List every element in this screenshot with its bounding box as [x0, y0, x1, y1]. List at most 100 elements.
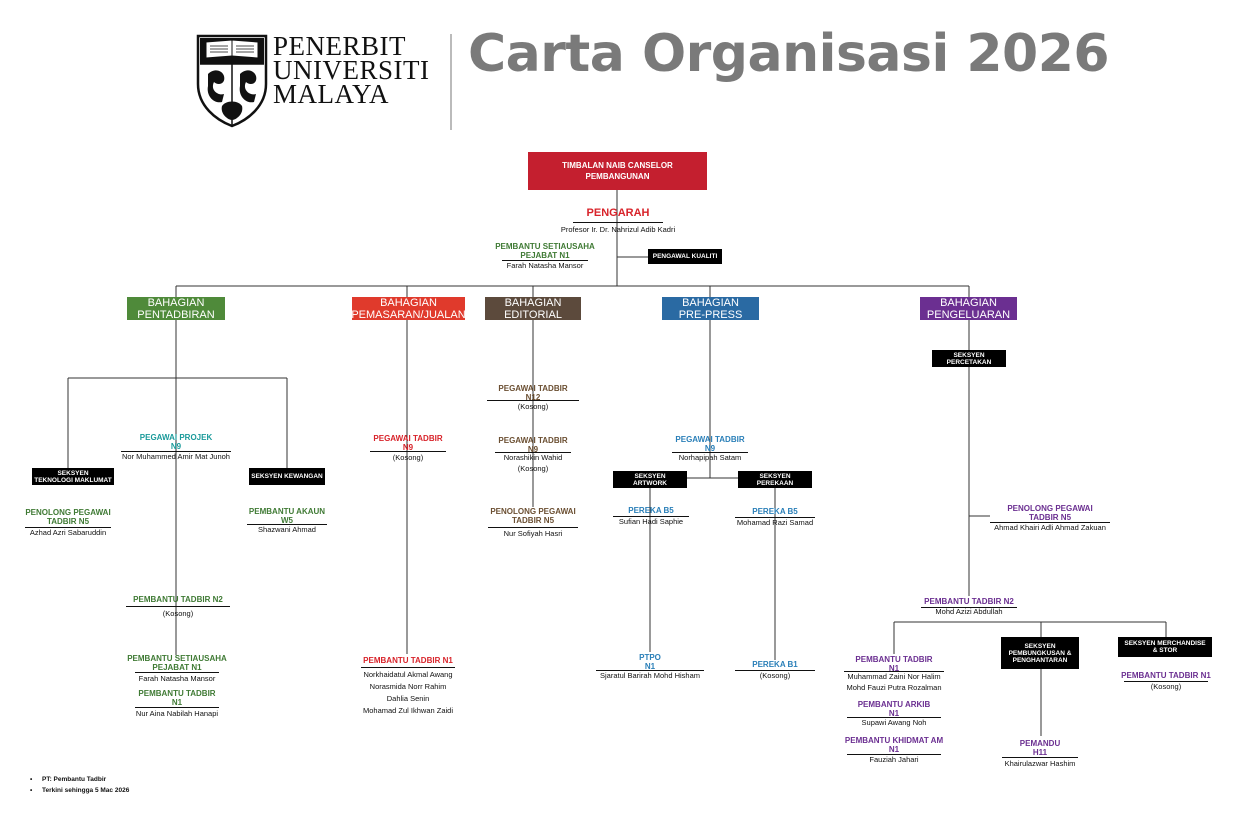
pengeluaran-arkib-name: Supawi Awang Noh: [861, 718, 927, 727]
pentadbiran-ptn1-rule: [135, 707, 219, 708]
percetakan-line-2: PERCETAKAN: [946, 358, 992, 366]
top-pspn1-line-2: PEJABAT N1: [520, 251, 570, 260]
pemasaran-ptn9-rule: [370, 451, 446, 452]
publisher-line-1: PENERBIT: [273, 31, 407, 61]
pembungkusan-line-3: PENGHANTARAN: [1012, 656, 1068, 664]
crest-logo: [196, 34, 268, 128]
pengarah-rule: [573, 222, 663, 223]
prepress-b1-title: PEREKA B1: [752, 660, 798, 669]
top-pspn1-line-1: PEMBANTU SETIAUSAHA: [495, 242, 595, 251]
pengeluaran-ptn1-line-1: PEMBANTU TADBIR: [855, 655, 933, 664]
pemasaran-ptn1-name-3: Dahlia Senin: [386, 694, 430, 703]
pemasaran-ptn1-name-2: Norasmida Norr Rahim: [369, 682, 447, 691]
perekaan-line-2: PEREKAAN: [756, 479, 794, 487]
prepress-b5b-rule: [735, 517, 815, 518]
top-pspn1-rule: [502, 260, 588, 261]
pengarah-name: Profesor Ir. Dr. Nahrizul Adib Kadri: [560, 225, 676, 234]
division-pengeluaran-line-1: BAHAGIAN: [940, 296, 997, 309]
editorial-n9-line-1: PEGAWAI TADBIR: [498, 436, 568, 445]
pengeluaran-khidmat-line-2: N1: [888, 745, 900, 754]
editorial-n9-rule: [495, 452, 571, 453]
prepress-b5a-rule: [613, 516, 689, 517]
pengeluaran-ptn1b-title: PEMBANTU TADBIR N1: [1121, 671, 1211, 680]
pentadbiran-projek-rule: [121, 451, 231, 452]
pengeluaran-pemandu-line-1: PEMANDU: [1019, 739, 1061, 748]
pengeluaran-pemandu-line-2: H11: [1032, 748, 1048, 757]
prepress-ptpo-name: Sjaratul Barirah Mohd Hisham: [599, 671, 701, 680]
pentadbiran-pspn1-rule: [135, 672, 219, 673]
pengeluaran-arkib-rule: [847, 717, 941, 718]
division-editorial-line-1: BAHAGIAN: [504, 296, 562, 309]
pengeluaran-n5-line-2: TADBIR N5: [1028, 513, 1072, 522]
pentadbiran-ptn5-line-2: TADBIR N5: [46, 517, 90, 526]
footnote-2: •Terkini sehingga 5 Mac 2026: [30, 787, 130, 794]
prepress-ptpo-line-2: N1: [644, 662, 656, 671]
pengeluaran-ptn1-line-2: N1: [888, 664, 900, 673]
page-title: Carta Organisasi 2026: [468, 24, 1110, 84]
pengeluaran-ptn1b-name: (Kosong): [1150, 682, 1182, 691]
prepress-b5b-title: PEREKA B5: [752, 507, 798, 516]
editorial-n9-line-2: N9: [527, 445, 539, 454]
pembungkusan-line-1: SEKSYEN: [1024, 642, 1056, 650]
pentadbiran-pspn1-line-1: PEMBANTU SETIAUSAHA: [127, 654, 227, 663]
pengeluaran-ptn1-rule: [844, 671, 944, 672]
pentadbiran-ptn5-line-1: PENOLONG PEGAWAI: [25, 508, 111, 517]
editorial-n5-line-2: TADBIR N5: [511, 516, 555, 525]
pentadbiran-pspn1-name: Farah Natasha Mansor: [138, 674, 216, 683]
pengeluaran-n5-name: Ahmad Khairi Adli Ahmad Zakuan: [994, 523, 1106, 532]
prepress-ptpo-line-1: PTPO: [639, 653, 661, 662]
division-pentadbiran-line-1: BAHAGIAN: [147, 296, 205, 309]
pentadbiran-projek-line-2: N9: [170, 442, 182, 451]
publisher-line-3: MALAYA: [273, 79, 390, 109]
artwork-line-2: ARTWORK: [633, 479, 667, 487]
pengeluaran-ptn1-name-2: Mohd Fauzi Putra Rozalman: [846, 683, 942, 692]
prepress-b5b-name: Mohamad Razi Samad: [736, 518, 814, 527]
pentadbiran-pspn1-line-2: PEJABAT N1: [152, 663, 202, 672]
pentadbiran-akaun-line-1: PEMBANTU AKAUN: [248, 507, 326, 516]
pentadbiran-ptn5-rule: [25, 527, 111, 528]
prepress-n9-name: Norhapipah Satam: [678, 453, 742, 462]
top-pspn1-name: Farah Natasha Mansor: [506, 261, 584, 270]
prepress-b1-rule: [735, 670, 815, 671]
editorial-n12-rule: [487, 400, 579, 401]
editorial-n9-name-2: (Kosong): [517, 464, 549, 473]
pengeluaran-ptn2-name: Mohd Azizi Abdullah: [935, 607, 1003, 616]
pentadbiran-akaun-rule: [247, 524, 327, 525]
editorial-n9-names: Norashikin Wahid (Kosong): [504, 452, 563, 474]
prepress-n9-line-2: N9: [704, 444, 716, 453]
editorial-n12-line-1: PEGAWAI TADBIR: [498, 384, 568, 393]
prepress-n9-line-1: PEGAWAI TADBIR: [675, 435, 745, 444]
pengeluaran-n5-line-1: PENOLONG PEGAWAI: [1007, 504, 1093, 513]
pengeluaran-arkib-line-2: N1: [888, 709, 900, 718]
pengeluaran-ptn1-name-1: Muhammad Zaini Nor Halim: [847, 672, 941, 681]
percetakan-line-1: SEKSYEN: [953, 351, 985, 359]
prepress-b5a-title: PEREKA B5: [628, 506, 674, 515]
pengeluaran-ptn2-title: PEMBANTU TADBIR N2: [924, 597, 1014, 606]
merchandise-line-2: & STOR: [1152, 647, 1178, 654]
editorial-n12-name: (Kosong): [517, 402, 549, 411]
stm-line-2: TEKNOLOGI MAKLUMAT: [34, 476, 112, 484]
editorial-n5-line-1: PENOLONG PEGAWAI: [490, 507, 576, 516]
pemasaran-ptn9-line-2: N9: [402, 443, 414, 452]
pemasaran-ptn1-rule: [361, 667, 455, 668]
editorial-n5-name: Nur Sofiyah Hasri: [503, 529, 563, 538]
editorial-n5-rule: [488, 527, 578, 528]
division-pengeluaran-line-2: PENGELUARAN: [926, 308, 1011, 321]
pengarah-title: PENGARAH: [586, 207, 650, 219]
pengeluaran-pemandu-name: Khairulazwar Hashim: [1004, 759, 1076, 768]
seksyen-pembungkusan: SEKSYEN PEMBUNGKUSAN & PENGHANTARAN: [1001, 637, 1079, 669]
pentadbiran-ptn2-name: (Kosong): [162, 609, 194, 618]
